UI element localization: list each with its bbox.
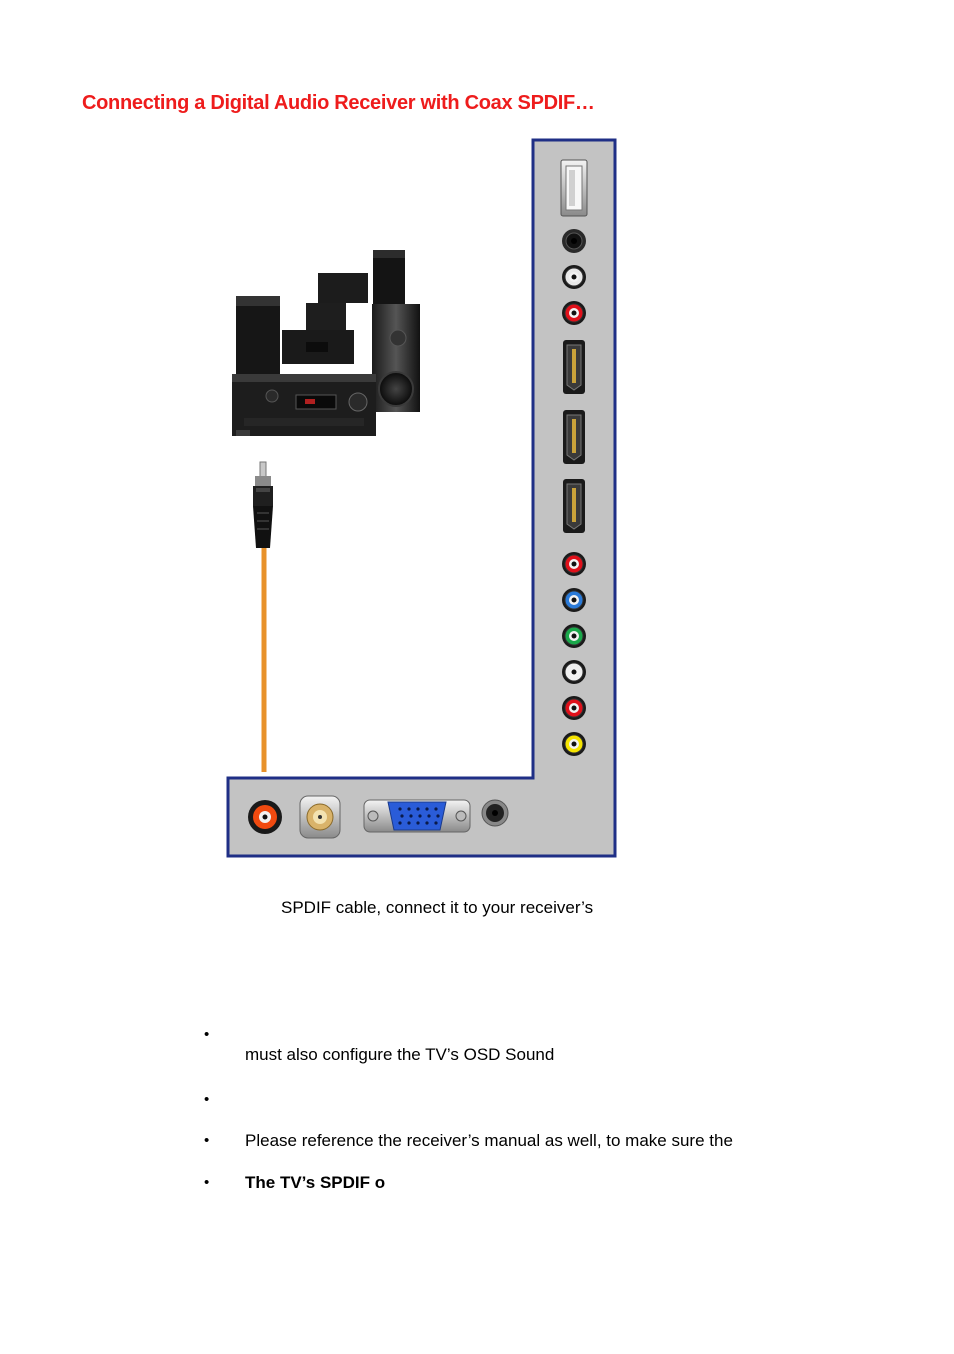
bullet-icon: • [204,1026,210,1043]
hdmi-port-icon [563,410,585,464]
hdmi-port-icon [563,479,585,533]
pc-audio-jack-icon [481,799,509,827]
figure-caption: SPDIF cable, connect it to your receiver… [281,898,594,917]
vga-port-icon [363,799,471,833]
bullet-icon: • [204,1091,210,1108]
rca-jack-icon [562,265,586,289]
tv-connector-panel [226,138,617,858]
spdif-coax-jack-icon [248,800,282,834]
coax-rca-plug-image [253,461,273,548]
page-heading: Connecting a Digital Audio Receiver with… [82,92,595,114]
bullet-text: Please reference the receiver’s manual a… [245,1131,733,1150]
rca-jack-icon [562,301,586,325]
headphone-jack-icon [562,229,586,253]
bottom-port-row [248,795,509,839]
hdmi-port-icon [563,340,585,394]
rca-jack-icon [562,732,586,756]
home-theater-receiver-image [232,250,420,436]
usb-port-icon [560,159,588,217]
connection-diagram [226,138,617,858]
bullet-text: The TV’s SPDIF o [245,1173,386,1192]
rca-jack-icon [562,624,586,648]
antenna-connector-icon [299,795,341,839]
rca-jack-icon [562,552,586,576]
side-port-column [560,159,588,756]
rca-jack-icon [562,660,586,684]
bullet-icon: • [204,1174,210,1191]
bullet-text: must also configure the TV’s OSD Sound [245,1045,555,1064]
rca-jack-icon [562,588,586,612]
rca-jack-icon [562,696,586,720]
bullet-icon: • [204,1132,210,1149]
